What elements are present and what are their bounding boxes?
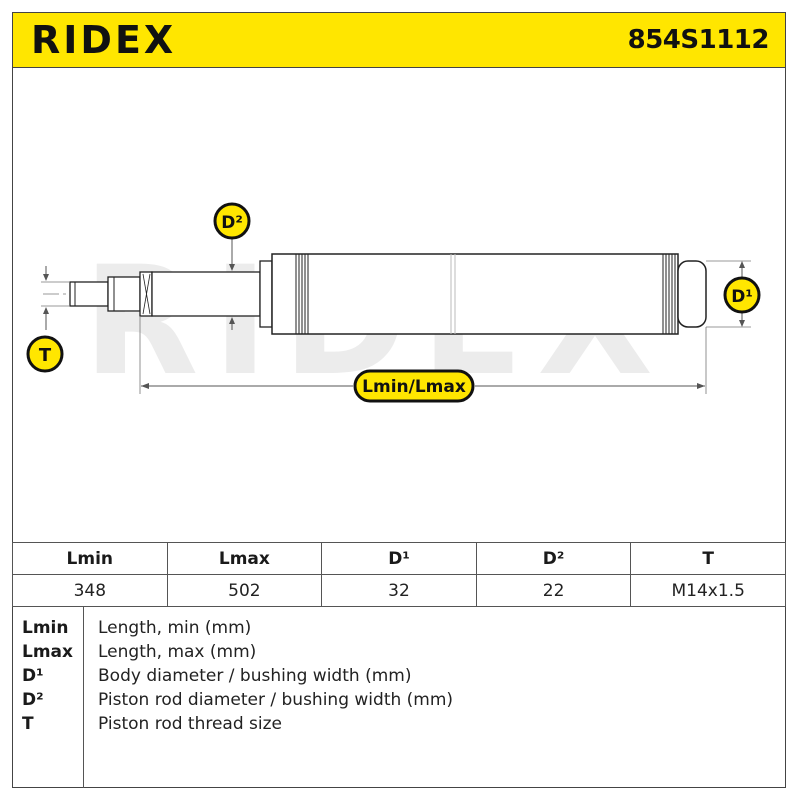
legend-desc: Body diameter / bushing width (mm): [98, 666, 412, 686]
legend-key: D¹: [22, 666, 44, 686]
legend-key: T: [22, 714, 34, 734]
d1-arrow-top: [739, 261, 745, 268]
legend-separator: [83, 606, 84, 788]
legend-desc: Piston rod thread size: [98, 714, 283, 734]
shock-absorber-drawing: RIDEX: [13, 68, 785, 542]
thread-section: [69, 281, 109, 307]
shock-body: [271, 253, 679, 335]
legend-item: T Piston rod thread size: [12, 714, 786, 738]
value-t: M14x1.5: [630, 574, 786, 607]
left-ring: [295, 254, 309, 334]
t-label: T: [39, 345, 52, 366]
legend-item: D² Piston rod diameter / bushing width (…: [12, 690, 786, 714]
legend-item: D¹ Body diameter / bushing width (mm): [12, 666, 786, 690]
t-badge: [26, 335, 64, 373]
d1-badge: [723, 276, 761, 314]
right-ring: [662, 254, 676, 334]
spec-value-row: 348 502 32 22 M14x1.5: [12, 574, 786, 607]
t-arrow-top: [43, 274, 49, 281]
spec-header-row: Lmin Lmax D¹ D² T: [12, 542, 786, 575]
drawing-svg: RIDEX: [26, 202, 761, 409]
legend-item: Lmin Length, min (mm): [12, 618, 786, 642]
d1-label: D¹: [731, 287, 753, 307]
body-cap: [259, 260, 273, 328]
value-d2: 22: [475, 574, 632, 607]
header-t: T: [630, 542, 786, 575]
d2-arrow-bottom: [229, 317, 235, 324]
length-arrow-right: [697, 383, 705, 389]
d2-label: D²: [221, 213, 243, 233]
legend-key: Lmin: [22, 618, 69, 638]
bottom-mount: [677, 260, 707, 328]
legend-desc: Length, min (mm): [98, 618, 252, 638]
header-d1: D¹: [321, 542, 477, 575]
header-lmax: Lmax: [166, 542, 323, 575]
value-d1: 32: [321, 574, 477, 607]
spec-table: Lmin Lmax D¹ D² T 348 502 32 22 M14x1.5: [12, 542, 786, 607]
ridex-logo-icon: RIDEX: [31, 18, 176, 62]
legend-desc: Piston rod diameter / bushing width (mm): [98, 690, 454, 710]
value-lmin: 348: [12, 574, 168, 607]
length-arrow-left: [141, 383, 149, 389]
legend-panel: Lmin Length, min (mm) Lmax Length, max (…: [12, 606, 786, 788]
brand-text: RIDEX: [31, 20, 176, 60]
piston-rod: [151, 271, 261, 317]
d2-arrow-top: [229, 264, 235, 271]
legend-key: D²: [22, 690, 44, 710]
value-lmax: 502: [166, 574, 323, 607]
rod-nut: [139, 271, 153, 317]
legend-key: Lmax: [22, 642, 73, 662]
rod-shoulder: [107, 276, 141, 312]
part-number: 854S1112: [627, 25, 770, 55]
legend-item: Lmax Length, max (mm): [12, 642, 786, 666]
header-d2: D²: [475, 542, 632, 575]
length-badge: [353, 369, 475, 403]
brand-logo: RIDEX: [31, 18, 211, 64]
length-label: Lmin/Lmax: [362, 377, 466, 397]
t-arrow-bottom: [43, 307, 49, 314]
d1-arrow-bottom: [739, 320, 745, 327]
header-lmin: Lmin: [12, 542, 168, 575]
legend-desc: Length, max (mm): [98, 642, 257, 662]
header-bar: RIDEX 854S1112: [12, 12, 786, 68]
nut-hatch: [142, 273, 151, 315]
d2-badge: [213, 202, 251, 240]
